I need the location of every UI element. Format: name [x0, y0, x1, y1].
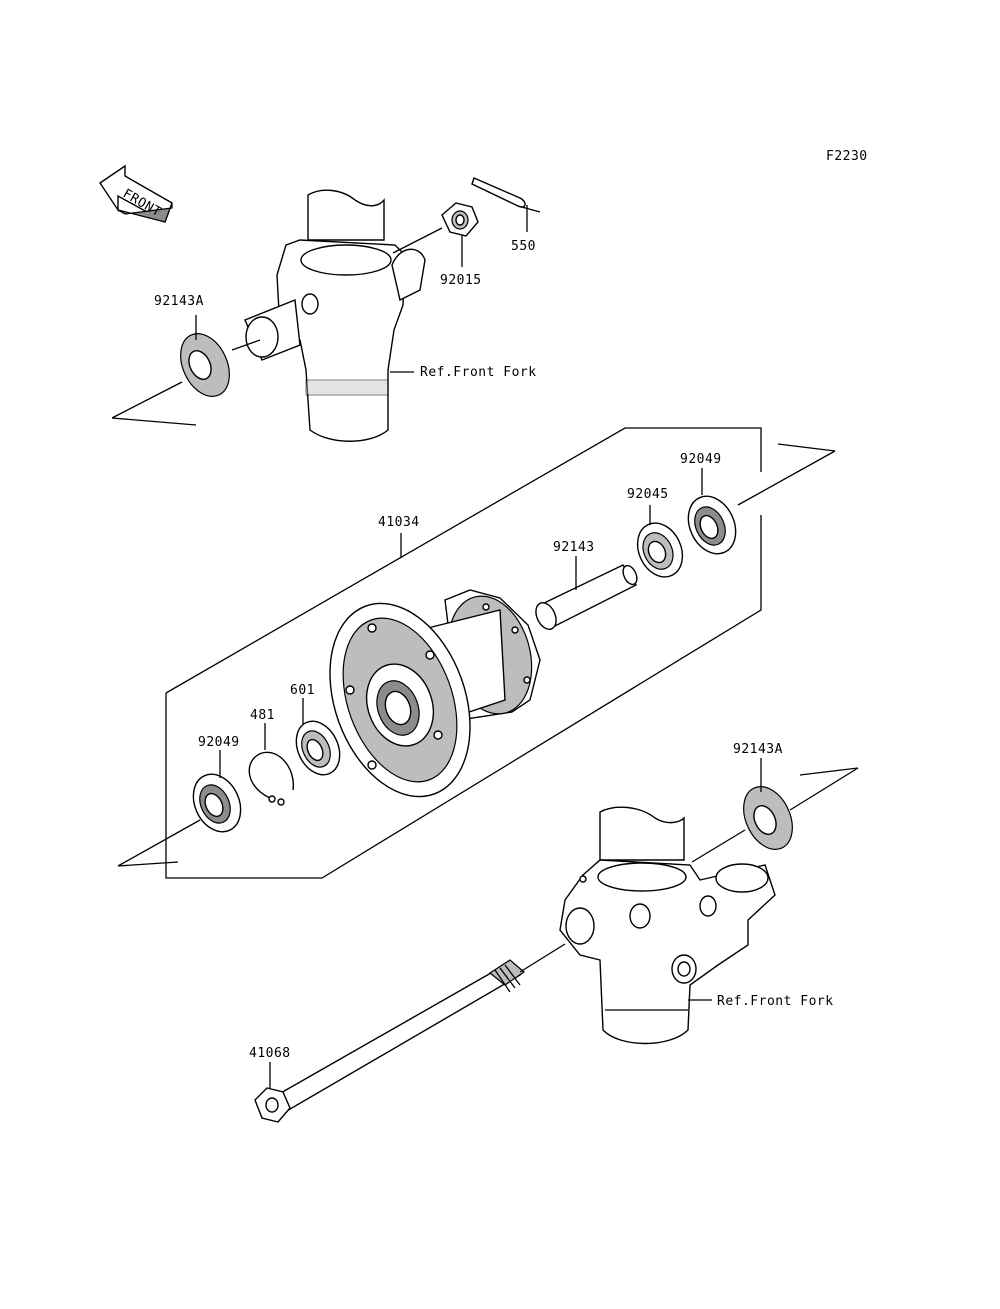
ref-front-fork-top: Ref.Front Fork [420, 365, 537, 380]
figure-id: F2230 [826, 149, 868, 164]
hub-41034 [329, 589, 541, 798]
front-fork-bottom [559, 806, 776, 1045]
axis-line-top-right [392, 227, 443, 254]
callout-92143a-bottom: 92143A [733, 742, 783, 757]
callout-92049-left: 92049 [198, 735, 240, 750]
axis-line-axle [519, 943, 566, 973]
axis-line-top-left-base [111, 417, 197, 426]
axis-line-bottom-right-top [799, 767, 859, 776]
seal-92049-left [192, 773, 242, 833]
assembly-box-bottom [165, 515, 762, 879]
spacer-92143 [535, 564, 638, 630]
callout-41034: 41034 [378, 515, 420, 530]
axis-line-hub-left-base [117, 861, 179, 867]
axle-41068 [254, 959, 525, 1123]
callout-41068: 41068 [249, 1046, 291, 1061]
assembly-box-top [165, 427, 762, 694]
collar-92143a-top [180, 333, 230, 397]
axis-line-bottom-mid [691, 829, 746, 863]
front-arrow-icon: FRONT [99, 164, 173, 224]
callout-481: 481 [250, 708, 275, 723]
collar-92143a-bottom [743, 786, 793, 850]
axis-line-hub-right-top [777, 443, 836, 452]
circlip-481 [248, 751, 295, 806]
callout-601: 601 [290, 683, 315, 698]
seal-92049-right [687, 495, 737, 555]
callout-92049-right: 92049 [680, 452, 722, 467]
cotter-pin-550 [471, 177, 541, 213]
callout-92143: 92143 [553, 540, 595, 555]
front-fork-top [244, 189, 426, 442]
ref-front-fork-bottom: Ref.Front Fork [717, 994, 834, 1009]
axis-line-top-mid [231, 339, 261, 351]
axis-line-top-left [111, 381, 183, 419]
callout-550: 550 [511, 239, 536, 254]
callout-92015: 92015 [440, 273, 482, 288]
nut-92015 [441, 202, 479, 237]
callout-92045: 92045 [627, 487, 669, 502]
callout-92143a-top: 92143A [154, 294, 204, 309]
axis-line-hub-left [117, 819, 201, 867]
bearing-601 [295, 720, 341, 776]
axis-line-hub-right [737, 450, 836, 506]
bearing-92045 [636, 522, 684, 578]
axis-line-bottom-right [789, 767, 859, 811]
